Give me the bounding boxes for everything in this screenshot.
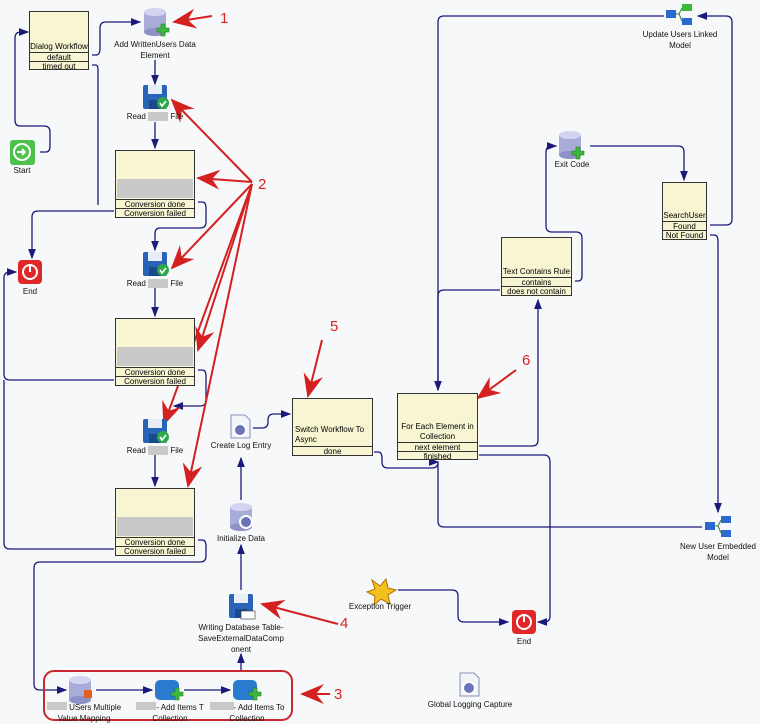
redacted-label <box>117 179 193 198</box>
add-items-collection-icon[interactable] <box>155 680 184 701</box>
conversion-node-2[interactable]: Conversion done Conversion failed <box>115 318 195 386</box>
init-data-label: Initialize Data <box>216 534 266 543</box>
start-icon[interactable] <box>10 140 35 165</box>
conn-default-add <box>92 18 142 56</box>
start-label: Start <box>13 166 31 175</box>
text-contains-node[interactable]: Text Contains Rule contains does not con… <box>501 237 572 296</box>
highlight-box <box>43 670 293 721</box>
global-logging-icon[interactable] <box>459 672 480 697</box>
users-mapping-label: USers Multiple Value Mapping <box>44 702 124 724</box>
conversion-node-1[interactable]: Conversion done Conversion failed <box>115 150 195 218</box>
read-file-icon[interactable] <box>143 85 169 109</box>
linked-model-icon[interactable] <box>666 4 692 25</box>
initialize-data-icon[interactable] <box>230 503 253 531</box>
end-label: End <box>22 287 38 296</box>
annotation-5: 5 <box>330 318 339 335</box>
create-log-label: Create Log Entry <box>210 441 272 450</box>
annotation-3: 3 <box>334 686 343 703</box>
exception-label: Exception Trigger <box>348 602 412 611</box>
conversion-node-3[interactable]: Conversion done Conversion failed <box>115 488 195 556</box>
search-user-node[interactable]: SearchUser Found Not Found <box>662 182 707 240</box>
switch-async-node[interactable]: Switch Workflow To Async done <box>292 398 373 456</box>
embedded-model-icon[interactable] <box>705 516 731 537</box>
read-file-1-label: Read File <box>126 112 184 122</box>
update-linked-label: Update Users Linked Model <box>642 30 718 50</box>
annotation-1: 1 <box>220 10 229 27</box>
conn-timedout <box>92 64 99 205</box>
for-each-node[interactable]: For Each Element in Collection next elem… <box>397 393 478 461</box>
redacted-label <box>117 347 193 366</box>
add-written-label: Add WrittenUsers Data Element <box>114 40 196 60</box>
exit-code-label: Exit Code <box>554 160 590 169</box>
add-items-collection-icon[interactable] <box>233 680 262 701</box>
value-mapping-icon[interactable] <box>69 676 92 704</box>
add-items-2-label: - Add Items To Collection <box>204 702 290 724</box>
add-data-element-icon[interactable] <box>144 8 170 37</box>
redacted-label <box>117 517 193 536</box>
log-entry-document-icon[interactable] <box>230 414 251 439</box>
new-embedded-label: New User Embedded Model <box>679 542 757 562</box>
add-items-1-label: - Add Items T Collection <box>130 702 210 724</box>
annotation-6: 6 <box>522 352 531 369</box>
exit-code-icon[interactable] <box>559 131 585 160</box>
read-file-3-label: Read File <box>126 446 184 456</box>
end-2-label: End <box>516 637 532 646</box>
read-file-icon[interactable] <box>143 419 169 443</box>
end-stop-icon[interactable] <box>18 260 42 284</box>
global-logging-label: Global Logging Capture <box>427 700 513 709</box>
read-file-icon[interactable] <box>143 252 169 276</box>
annotation-2: 2 <box>258 176 267 193</box>
annotation-4: 4 <box>340 615 349 632</box>
database-save-icon[interactable] <box>229 594 256 620</box>
end-stop-icon[interactable] <box>512 610 536 634</box>
conn-start-dialog <box>14 28 51 153</box>
writing-db-label: Writing Database Table- SaveExternalData… <box>198 623 284 654</box>
dialog-workflow-node[interactable]: Dialog Workflow default timed out <box>29 11 89 71</box>
exception-trigger-icon[interactable] <box>365 577 398 607</box>
read-file-2-label: Read File <box>126 279 184 289</box>
